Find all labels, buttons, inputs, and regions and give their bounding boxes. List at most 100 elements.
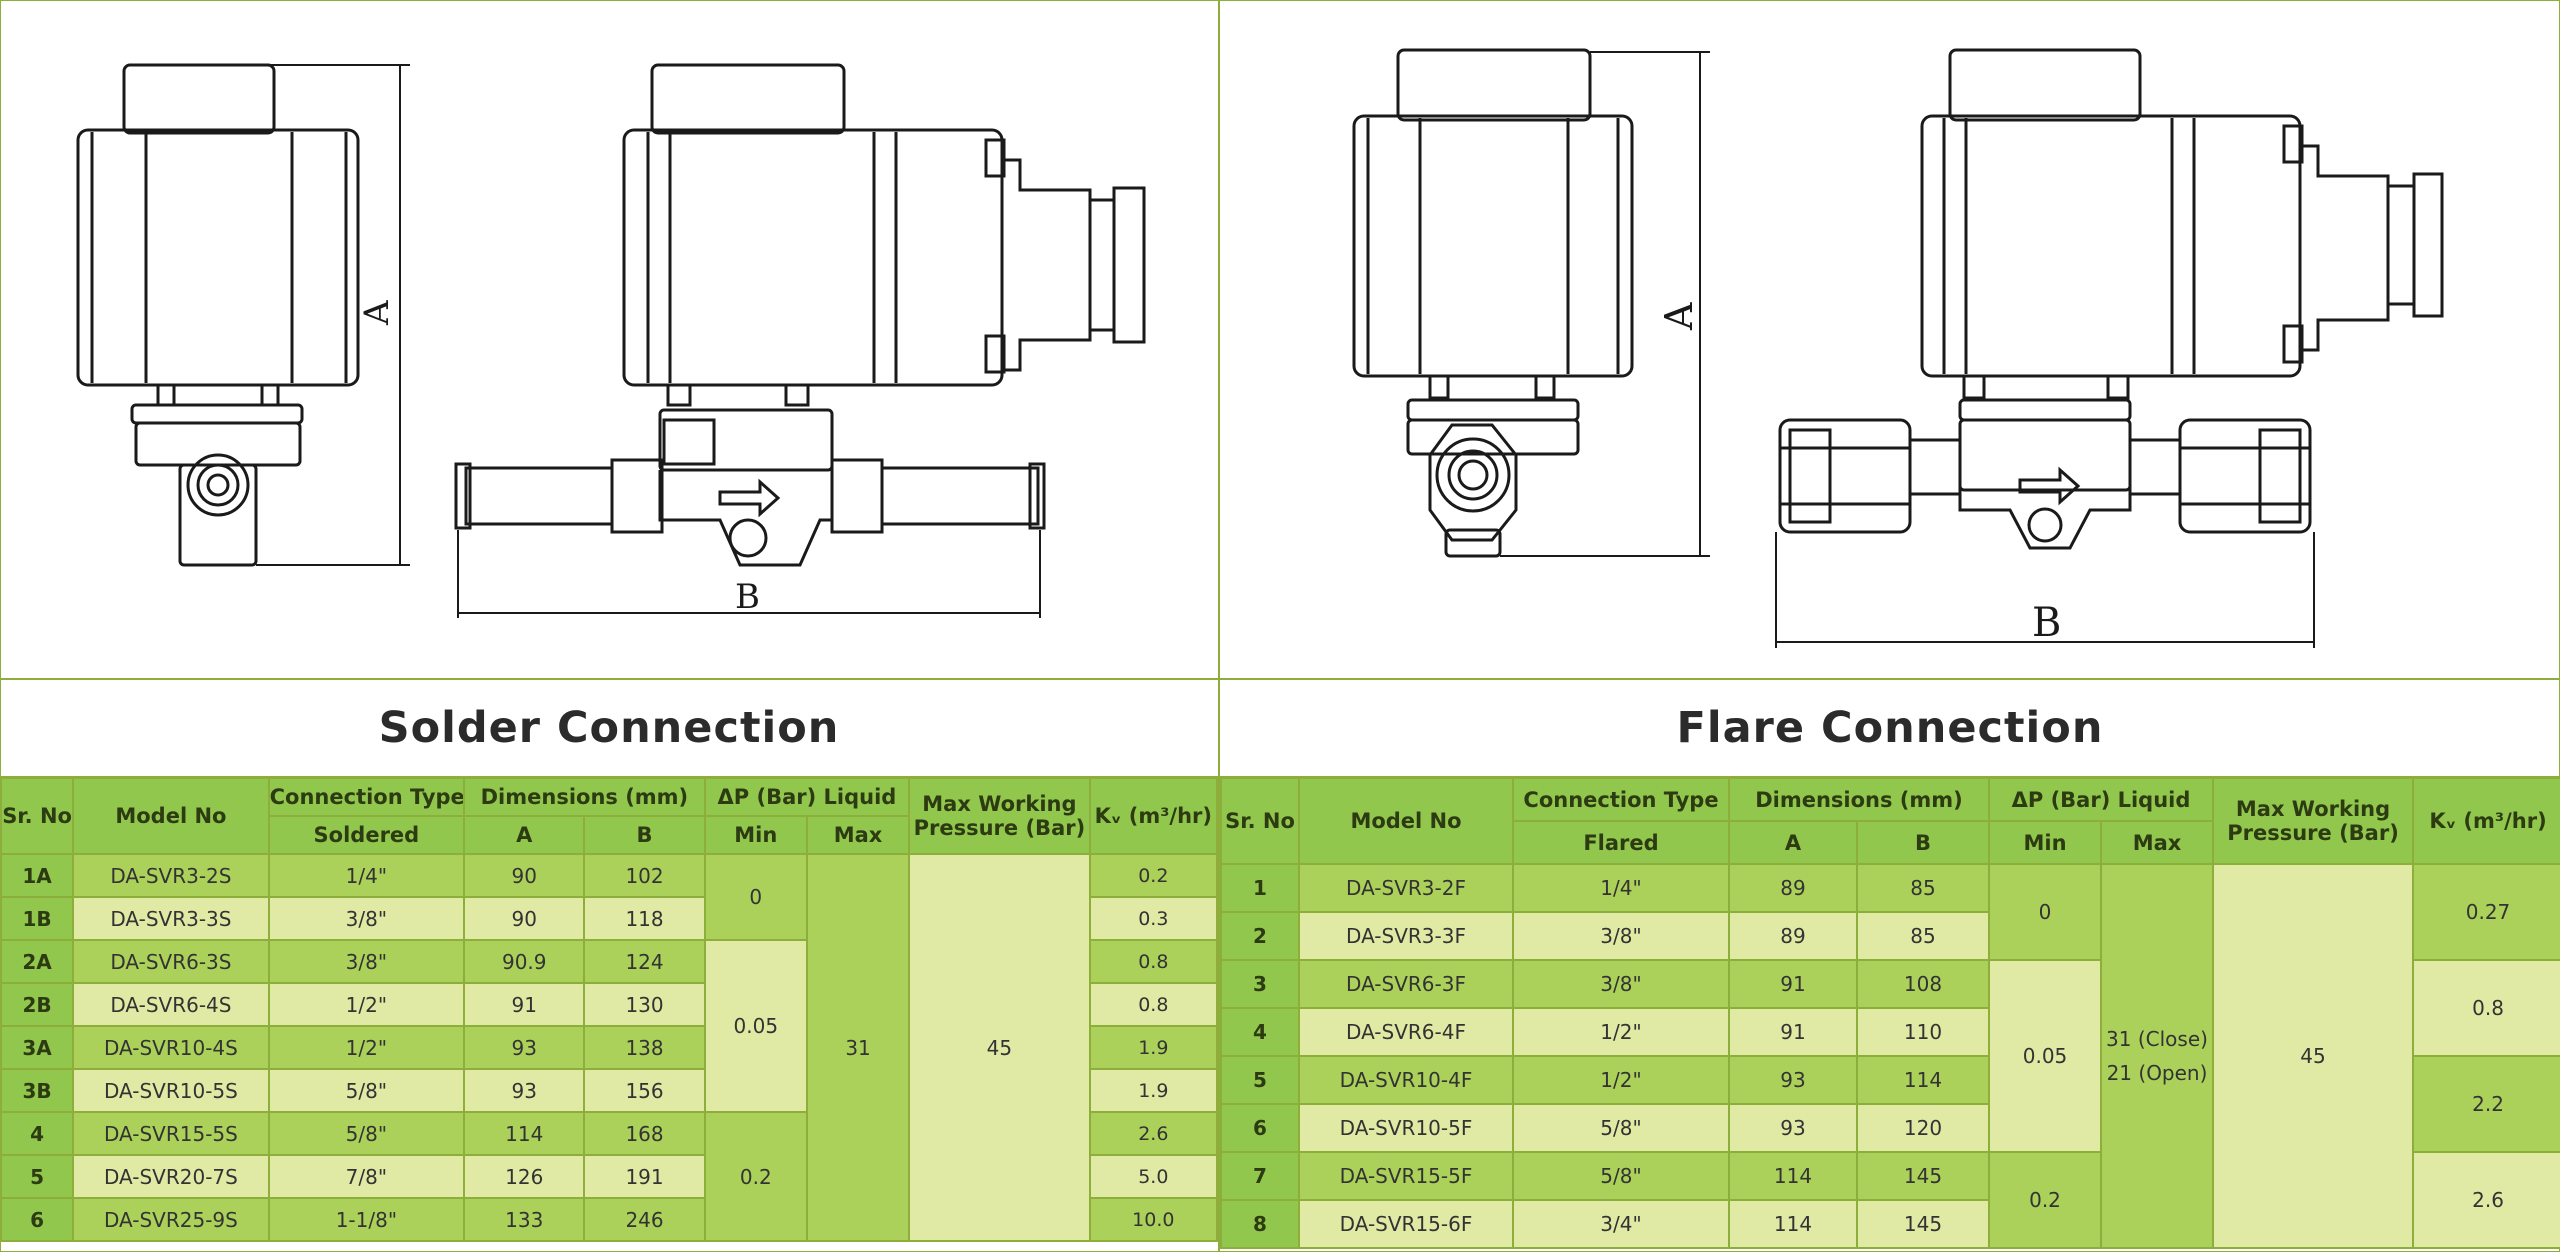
table-row: 6 DA-SVR25-9S 1-1/8" 133 246 10.0 [0, 1197, 1219, 1242]
kv-cell: 0.3 [1088, 896, 1219, 941]
flare-front-view [1775, 48, 2444, 648]
connection-cell: 1/2" [1512, 1055, 1730, 1105]
connection-cell: 3/8" [1512, 911, 1730, 961]
dim-a-cell: 133 [463, 1197, 586, 1242]
connection-cell: 5/8" [267, 1111, 466, 1156]
header-min: Min [1988, 820, 2102, 865]
flare-valve-drawing: A [1220, 0, 2560, 680]
dim-b-cell: 145 [1856, 1199, 1990, 1249]
connection-cell: 7/8" [267, 1154, 466, 1199]
connection-cell: 5/8" [1512, 1151, 1730, 1201]
table-row: 4 DA-SVR15-5S 5/8" 114 168 0.2 2.6 [0, 1111, 1219, 1242]
sr-cell: 6 [0, 1197, 75, 1242]
header-model-no: Model No [72, 777, 270, 855]
dim-a-cell: 93 [463, 1068, 586, 1113]
dim-a-cell: 90 [463, 896, 586, 941]
kv-cell: 0.8 [1088, 982, 1219, 1027]
sr-cell: 6 [1220, 1103, 1300, 1153]
model-cell: DA-SVR6-4S [72, 982, 270, 1027]
kv-cell: 0.8 [2412, 959, 2560, 1057]
sr-cell: 1 [1220, 863, 1300, 913]
flare-connection-panel: A [1218, 0, 2560, 1252]
kv-cell: 5.0 [1088, 1154, 1219, 1199]
sr-cell: 4 [0, 1111, 75, 1156]
dim-b-cell: 124 [583, 939, 706, 984]
dim-b-cell: 108 [1856, 959, 1990, 1009]
connection-cell: 1/4" [1512, 863, 1730, 913]
flare-connection-title: Flare Connection [1220, 680, 2560, 778]
min-cell: 0 [1988, 863, 2102, 961]
connection-cell: 1/2" [267, 982, 466, 1027]
max-open-value: 21 (Open) [2106, 1061, 2208, 1085]
header-soldered: Soldered [267, 815, 466, 855]
flare-side-view [1352, 48, 1710, 558]
dim-a-cell: 91 [1728, 1007, 1858, 1057]
min-cell: 0.05 [1988, 959, 2102, 1153]
dim-a-cell: 114 [1728, 1199, 1858, 1249]
model-cell: DA-SVR3-3F [1298, 911, 1514, 961]
model-cell: DA-SVR10-5F [1298, 1103, 1514, 1153]
model-cell: DA-SVR15-5S [72, 1111, 270, 1156]
sr-cell: 5 [0, 1154, 75, 1199]
model-cell: DA-SVR15-5F [1298, 1151, 1514, 1201]
header-b: B [1856, 820, 1990, 865]
model-cell: DA-SVR3-2F [1298, 863, 1514, 913]
min-cell: 0.2 [1988, 1151, 2102, 1249]
table-row: 3A DA-SVR10-4S 1/2" 93 138 1.9 [0, 1025, 1219, 1070]
connection-cell: 1/4" [267, 853, 466, 898]
connection-cell: 1/2" [1512, 1007, 1730, 1057]
kv-cell: 2.6 [1088, 1111, 1219, 1156]
sr-cell: 4 [1220, 1007, 1300, 1057]
dim-b-cell: 168 [583, 1111, 706, 1156]
sr-cell: 5 [1220, 1055, 1300, 1105]
model-cell: DA-SVR6-3F [1298, 959, 1514, 1009]
dim-b-cell: 191 [583, 1154, 706, 1199]
table-row: 1A DA-SVR3-2S 1/4" 90 102 0 31 45 0.2 [0, 853, 1219, 1242]
table-row: 4 DA-SVR6-4F 1/2" 91 110 [1220, 1007, 2560, 1057]
header-sr-no: Sr. No [1220, 777, 1300, 865]
model-cell: DA-SVR3-3S [72, 896, 270, 941]
mwp-cell: 45 [2212, 863, 2415, 1249]
kv-cell: 2.2 [2412, 1055, 2560, 1153]
dim-b-cell: 85 [1856, 911, 1990, 961]
model-cell: DA-SVR10-4S [72, 1025, 270, 1070]
table-row: 3B DA-SVR10-5S 5/8" 93 156 1.9 [0, 1068, 1219, 1113]
header-delta-p: ΔP (Bar) Liquid [703, 777, 911, 817]
model-cell: DA-SVR15-6F [1298, 1199, 1514, 1249]
header-sr-no: Sr. No [0, 777, 75, 855]
max-close-value: 31 (Close) [2106, 1027, 2208, 1051]
sr-cell: 3B [0, 1068, 75, 1113]
min-cell: 0.2 [703, 1111, 808, 1242]
table-row: 2B DA-SVR6-4S 1/2" 91 130 0.8 [0, 982, 1219, 1027]
dim-a-cell: 89 [1728, 911, 1858, 961]
dim-a-cell: 93 [1728, 1103, 1858, 1153]
min-cell: 0 [703, 853, 808, 941]
kv-cell: 0.8 [1088, 939, 1219, 984]
connection-cell: 3/8" [267, 939, 466, 984]
header-delta-p: ΔP (Bar) Liquid [1987, 777, 2215, 822]
mwp-cell: 45 [908, 853, 1091, 1242]
dim-a-cell: 90.9 [463, 939, 586, 984]
solder-side-view [76, 63, 410, 567]
connection-cell: 5/8" [1512, 1103, 1730, 1153]
connection-cell: 1/2" [267, 1025, 466, 1070]
connection-cell: 5/8" [267, 1068, 466, 1113]
dim-b-cell: 246 [583, 1197, 706, 1242]
header-b: B [583, 815, 706, 855]
dim-a-cell: 89 [1728, 863, 1858, 913]
dim-a-cell: 126 [463, 1154, 586, 1199]
table-row: 1B DA-SVR3-3S 3/8" 90 118 0.3 [0, 896, 1219, 941]
header-dimensions: Dimensions (mm) [1728, 777, 1990, 822]
dim-a-cell: 90 [463, 853, 586, 898]
model-cell: DA-SVR20-7S [72, 1154, 270, 1199]
table-row: 7 DA-SVR15-5F 5/8" 114 145 0.2 2.6 [1220, 1151, 2560, 1249]
table-row: 5 DA-SVR10-4F 1/2" 93 114 2.2 [1220, 1055, 2560, 1153]
header-kv: Kᵥ (m³/hr) [1088, 777, 1219, 855]
header-max: Max [2099, 820, 2215, 865]
header-connection-type: Connection Type [1512, 777, 1730, 822]
dim-a-cell: 114 [463, 1111, 586, 1156]
max-cell: 31 [805, 853, 911, 1242]
kv-cell: 10.0 [1088, 1197, 1219, 1242]
header-max: Max [805, 815, 911, 855]
dim-b-cell: 156 [583, 1068, 706, 1113]
